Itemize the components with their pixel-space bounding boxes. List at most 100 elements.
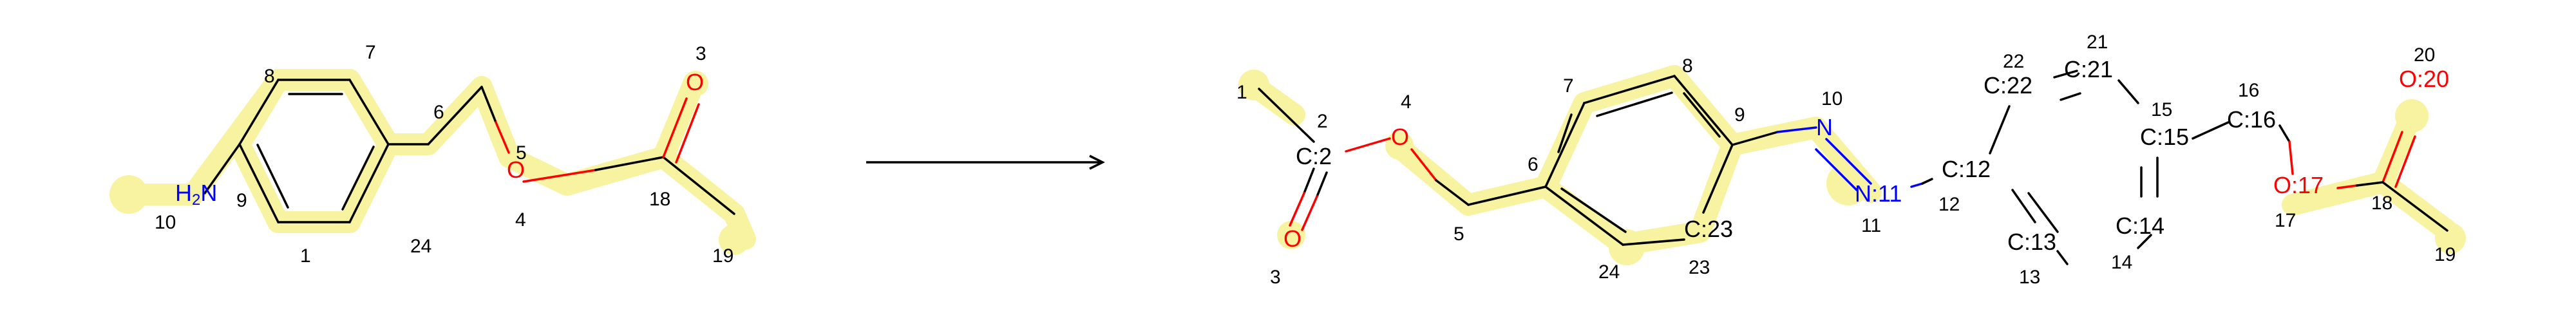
bond-nitrogen [1776, 126, 1817, 133]
bond [2382, 181, 2448, 232]
bond [2117, 79, 2139, 104]
atom-c2: C:2 [1296, 143, 1332, 169]
bond-inner [341, 146, 375, 211]
atom-c21: C:21 [2064, 56, 2113, 82]
bond-oxygen [522, 169, 597, 183]
index-label: 19 [712, 245, 734, 267]
atom-n11: N:11 [1855, 180, 1902, 207]
bond [2056, 250, 2069, 265]
index-label: 19 [2434, 244, 2456, 265]
bond-inner [2027, 192, 2059, 233]
bond-oxygen [2394, 135, 2416, 188]
bond [662, 156, 735, 215]
bond [2356, 181, 2384, 187]
index-label: 7 [1563, 75, 1574, 97]
bond-oxygen [2382, 131, 2403, 184]
index-label: 22 [2003, 51, 2024, 72]
bond-nitrogen [1825, 138, 1872, 185]
highlight-dot [2435, 223, 2466, 254]
index-label: 23 [1689, 257, 1710, 278]
bond-nitrogen [1815, 148, 1858, 191]
bond-oxygen [1289, 192, 1305, 227]
reaction-arrow [866, 155, 1105, 170]
index-label: 8 [264, 66, 275, 87]
reactant-bonds [204, 79, 735, 223]
index-label: 21 [2087, 32, 2108, 53]
index-label: 1 [1236, 82, 1247, 103]
atom-c22: C:22 [1984, 72, 2032, 99]
index-label: 18 [2371, 193, 2392, 214]
product-highlight [1245, 65, 2458, 256]
bond [1989, 105, 2011, 155]
bond [1544, 185, 1624, 246]
bond-oxygen [2336, 184, 2358, 189]
bond-oxygen [1345, 137, 1391, 153]
bond [348, 143, 390, 223]
index-label: 12 [1938, 194, 1960, 215]
bond-oxygen [662, 97, 688, 158]
index-label: 10 [1821, 88, 1842, 109]
index-label: 2 [1317, 111, 1328, 132]
bond [594, 156, 665, 171]
index-label: 6 [433, 102, 444, 123]
index-label: 4 [515, 209, 526, 231]
index-label: 5 [516, 142, 527, 164]
arrow-head [1089, 155, 1105, 170]
bond [1258, 88, 1315, 143]
atom-c16: C:16 [2227, 106, 2276, 133]
bond [1467, 185, 1547, 206]
highlight-dot [719, 224, 750, 255]
index-label: 6 [1528, 154, 1539, 175]
bond [2011, 189, 2036, 223]
bond [480, 86, 497, 124]
index-label: 11 [1861, 215, 1881, 236]
index-label: 5 [1454, 223, 1464, 245]
bond-oxygen [2288, 140, 2294, 175]
bond-oxygen [495, 121, 510, 154]
bond [1702, 144, 1734, 214]
index-label: 18 [649, 189, 670, 210]
index-label: 9 [1734, 104, 1745, 126]
index-label: 9 [236, 190, 247, 211]
bond [1316, 171, 1328, 198]
nh2-label-h: H [175, 180, 192, 206]
atom-c15: C:15 [2140, 124, 2189, 150]
bond [1731, 131, 1779, 146]
bond-inner [2060, 92, 2081, 101]
index-label: 3 [1270, 267, 1281, 288]
atom-o4: O [507, 156, 525, 183]
atom-o3: O [686, 69, 704, 95]
bond [2278, 124, 2291, 143]
index-label: 1 [300, 245, 311, 267]
bond [1435, 179, 1470, 206]
bond [2192, 121, 2230, 140]
index-label: 8 [1682, 55, 1693, 77]
atom-c13: C:13 [2007, 229, 2056, 255]
highlight-dot [109, 175, 148, 214]
index-label: 4 [1401, 91, 1412, 113]
index-label: 24 [410, 236, 431, 257]
nh2-label-sub: 2 [192, 191, 200, 209]
highlight-dot [683, 71, 708, 97]
highlight-dot [1277, 221, 1305, 249]
reactant-molecule: H2N O O 1 3 4 5 6 7 8 9 10 18 19 24 [109, 42, 756, 267]
bond [348, 79, 390, 146]
bond [1583, 75, 1676, 104]
bond-oxygen [1301, 195, 1318, 231]
index-label: 20 [2414, 44, 2435, 66]
index-label: 16 [2238, 80, 2259, 101]
bond-inner [256, 144, 289, 209]
bond [1622, 238, 1685, 246]
index-label: 13 [2019, 267, 2040, 288]
bond-inner [1683, 92, 1721, 138]
index-label: 14 [2111, 252, 2132, 273]
highlight-ring [229, 69, 399, 233]
bond [1921, 178, 1933, 185]
product-bonds [1258, 70, 2448, 265]
bond [2053, 70, 2078, 79]
bond [1544, 102, 1586, 188]
index-label: 15 [2151, 99, 2172, 120]
bond-inner [1596, 91, 1673, 117]
bond-oxygen [1410, 148, 1437, 182]
